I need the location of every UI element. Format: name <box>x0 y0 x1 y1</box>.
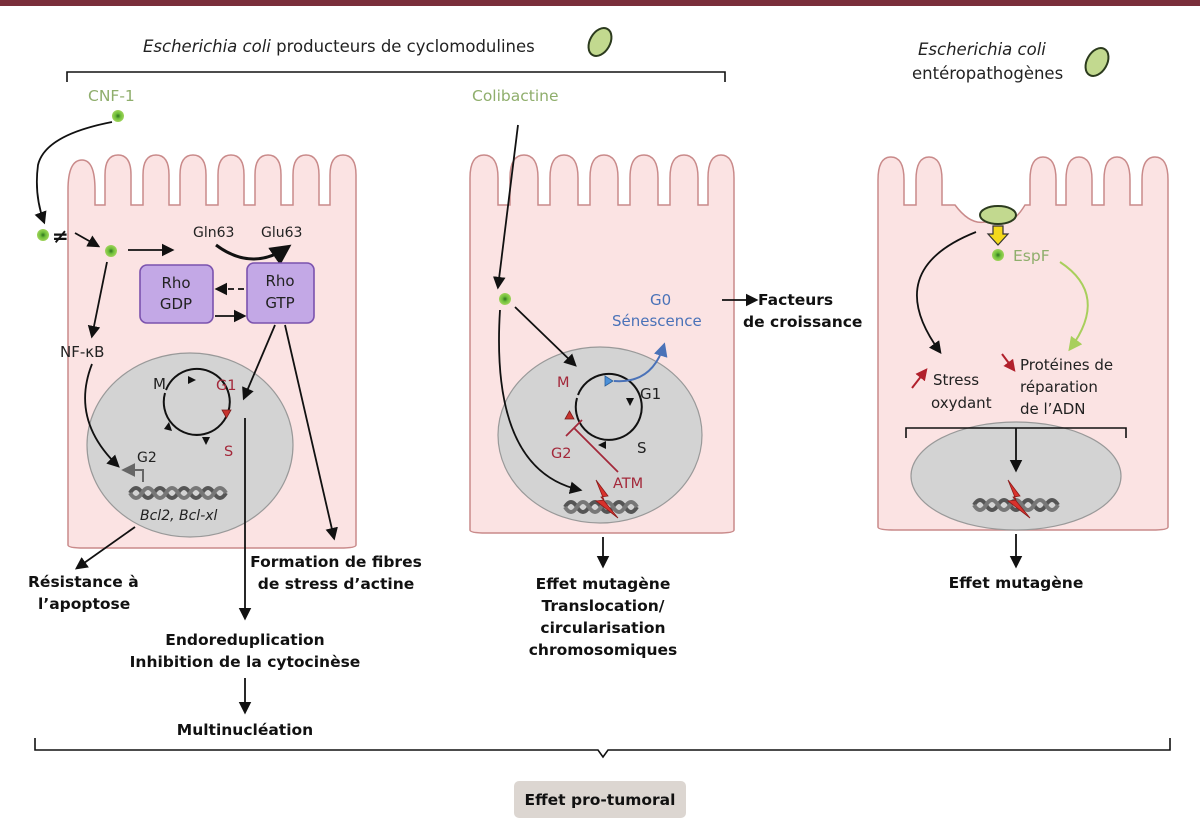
phase-g1-1: G1 <box>216 378 236 394</box>
label-espf: EspF <box>1013 247 1050 265</box>
gene-arrow <box>121 463 144 482</box>
arrow-to-stress <box>916 231 977 355</box>
label-nfkb: NF-κB <box>60 343 104 361</box>
cycle-arrowhead-1b <box>202 437 210 445</box>
phase-g2-1: G2 <box>137 450 157 466</box>
rho-gtp-line1: Rho <box>265 272 294 290</box>
stress-2: oxydant <box>931 394 992 412</box>
label-senescence: Sénescence <box>612 312 702 330</box>
phase-s-1: S <box>224 444 233 460</box>
cell-2: Colibactine M G1 S G2 G0 Sénescence ATM <box>469 87 735 534</box>
down-arrow-repair <box>1001 353 1016 372</box>
right-title-line2: entéropathogènes <box>912 64 1063 83</box>
dna-strand-1 <box>128 486 228 500</box>
gene-names: Bcl2, Bcl-xl <box>140 508 218 524</box>
cell-cycle-2 <box>574 372 643 441</box>
cell-1: CNF-1 ≠ Gln63 Glu63 Rho GDP Rho GTP NF-κ… <box>34 87 357 621</box>
arrow-espf-inject <box>986 225 1010 246</box>
toxin-dot-cytoplasm <box>105 245 117 257</box>
out2-4: chromosomiques <box>529 641 678 659</box>
group-title: Escherichia coli producteurs de cyclomod… <box>143 37 535 56</box>
growth-2: de croissance <box>743 313 862 331</box>
out2-1: Effet mutagène <box>536 575 671 593</box>
bacterium-attached <box>979 205 1017 225</box>
label-glu63: Glu63 <box>261 225 302 241</box>
atm-inhibit-bar <box>565 419 583 437</box>
cycle-arrowhead-2a <box>626 398 634 406</box>
out3: Effet mutagène <box>949 574 1084 592</box>
block-symbol: ≠ <box>52 224 69 248</box>
repair-3: de l’ADN <box>1020 400 1086 418</box>
arrow-colibactine-entry <box>492 124 519 290</box>
out2-2: Translocation/ <box>542 597 665 615</box>
label-atm: ATM <box>613 476 643 492</box>
arrow-to-cyto-dot <box>74 232 101 248</box>
phase-s-2: S <box>637 439 647 457</box>
cell-2-nucleus <box>497 346 703 524</box>
out-resistance-2: l’apoptose <box>38 595 130 613</box>
toxin-dot-colibactine <box>499 293 511 305</box>
arrow-to-dna-2 <box>498 309 583 494</box>
pro-tumoral-box <box>514 781 686 818</box>
toxin-dot-cnf1 <box>112 110 124 122</box>
growth-1: Facteurs <box>758 291 833 309</box>
cycle-block-g1 <box>604 375 614 387</box>
out-endo-2: Inhibition de la cytocinèse <box>130 653 361 671</box>
cell-3: EspF Stress oxydant Protéines de réparat… <box>877 156 1169 531</box>
atm-inhibit-line <box>573 427 619 473</box>
stress-1: Stress <box>933 371 979 389</box>
cycle-arrowhead-2b <box>598 441 606 449</box>
arrow-gtp-inhibit <box>242 324 276 401</box>
out-endo-1: Endoreduplication <box>165 631 324 649</box>
pro-tumoral-label: Effet pro-tumoral <box>525 791 676 809</box>
arrow-gln-glu <box>215 243 292 266</box>
out-fibres-1: Formation de fibres <box>250 553 422 571</box>
up-arrow-stress <box>911 368 928 389</box>
phase-m-2: M <box>557 375 570 391</box>
phase-g2-2: G2 <box>551 446 571 462</box>
rho-gdp-box <box>139 264 214 324</box>
repair-1: Protéines de <box>1020 356 1113 374</box>
bacterium-icon-right <box>1084 47 1110 77</box>
lightning-icon-3 <box>1006 479 1031 519</box>
arrow-genes-resistance <box>74 526 136 570</box>
phase-m-1: M <box>153 375 166 393</box>
dna-strand-2 <box>563 500 639 514</box>
arrow-cnf1-entry <box>34 121 113 225</box>
cycle-block-1 <box>221 409 232 419</box>
rho-gtp-line2: GTP <box>265 294 294 312</box>
rho-gdp-line1: Rho <box>161 274 190 292</box>
right-title-line1: Escherichia coli <box>918 40 1046 59</box>
arrow-gtp-fibres <box>284 324 338 541</box>
cycle-block-g2 <box>564 410 575 420</box>
bacterium-icon <box>587 27 613 57</box>
rho-gtp-box <box>246 262 315 324</box>
cycle-arrowhead-1c <box>164 422 172 431</box>
arrow-to-cycle <box>514 306 577 367</box>
top-bar <box>0 0 1200 6</box>
label-g0: G0 <box>650 291 671 309</box>
group-bracket <box>66 71 726 82</box>
cycle-arrowhead-1a <box>188 376 196 384</box>
phase-g1-2: G1 <box>640 385 661 403</box>
out-fibres-2: de stress d’actine <box>258 575 415 593</box>
repair-2: réparation <box>1020 378 1098 396</box>
toxin-cnf1: CNF-1 <box>88 87 135 105</box>
toxin-dot-membrane <box>37 229 49 241</box>
out-resistance-1: Résistance à <box>28 573 139 591</box>
rho-gdp-line2: GDP <box>160 295 192 313</box>
toxin-colibactine: Colibactine <box>472 87 559 105</box>
lightning-icon-2 <box>594 479 619 519</box>
out-multinucleation: Multinucléation <box>177 721 313 739</box>
arrow-to-senescence <box>613 342 668 383</box>
cell-3-nucleus <box>910 421 1122 531</box>
arrow-to-repair <box>1059 261 1089 352</box>
arrow-nfkb-genes <box>84 363 120 468</box>
arrow-to-nfkb <box>87 261 108 339</box>
bottom-brace <box>34 738 1171 759</box>
label-gln63: Gln63 <box>193 225 234 241</box>
toxin-dot-espf <box>992 249 1004 261</box>
out2-3: circularisation <box>540 619 665 637</box>
